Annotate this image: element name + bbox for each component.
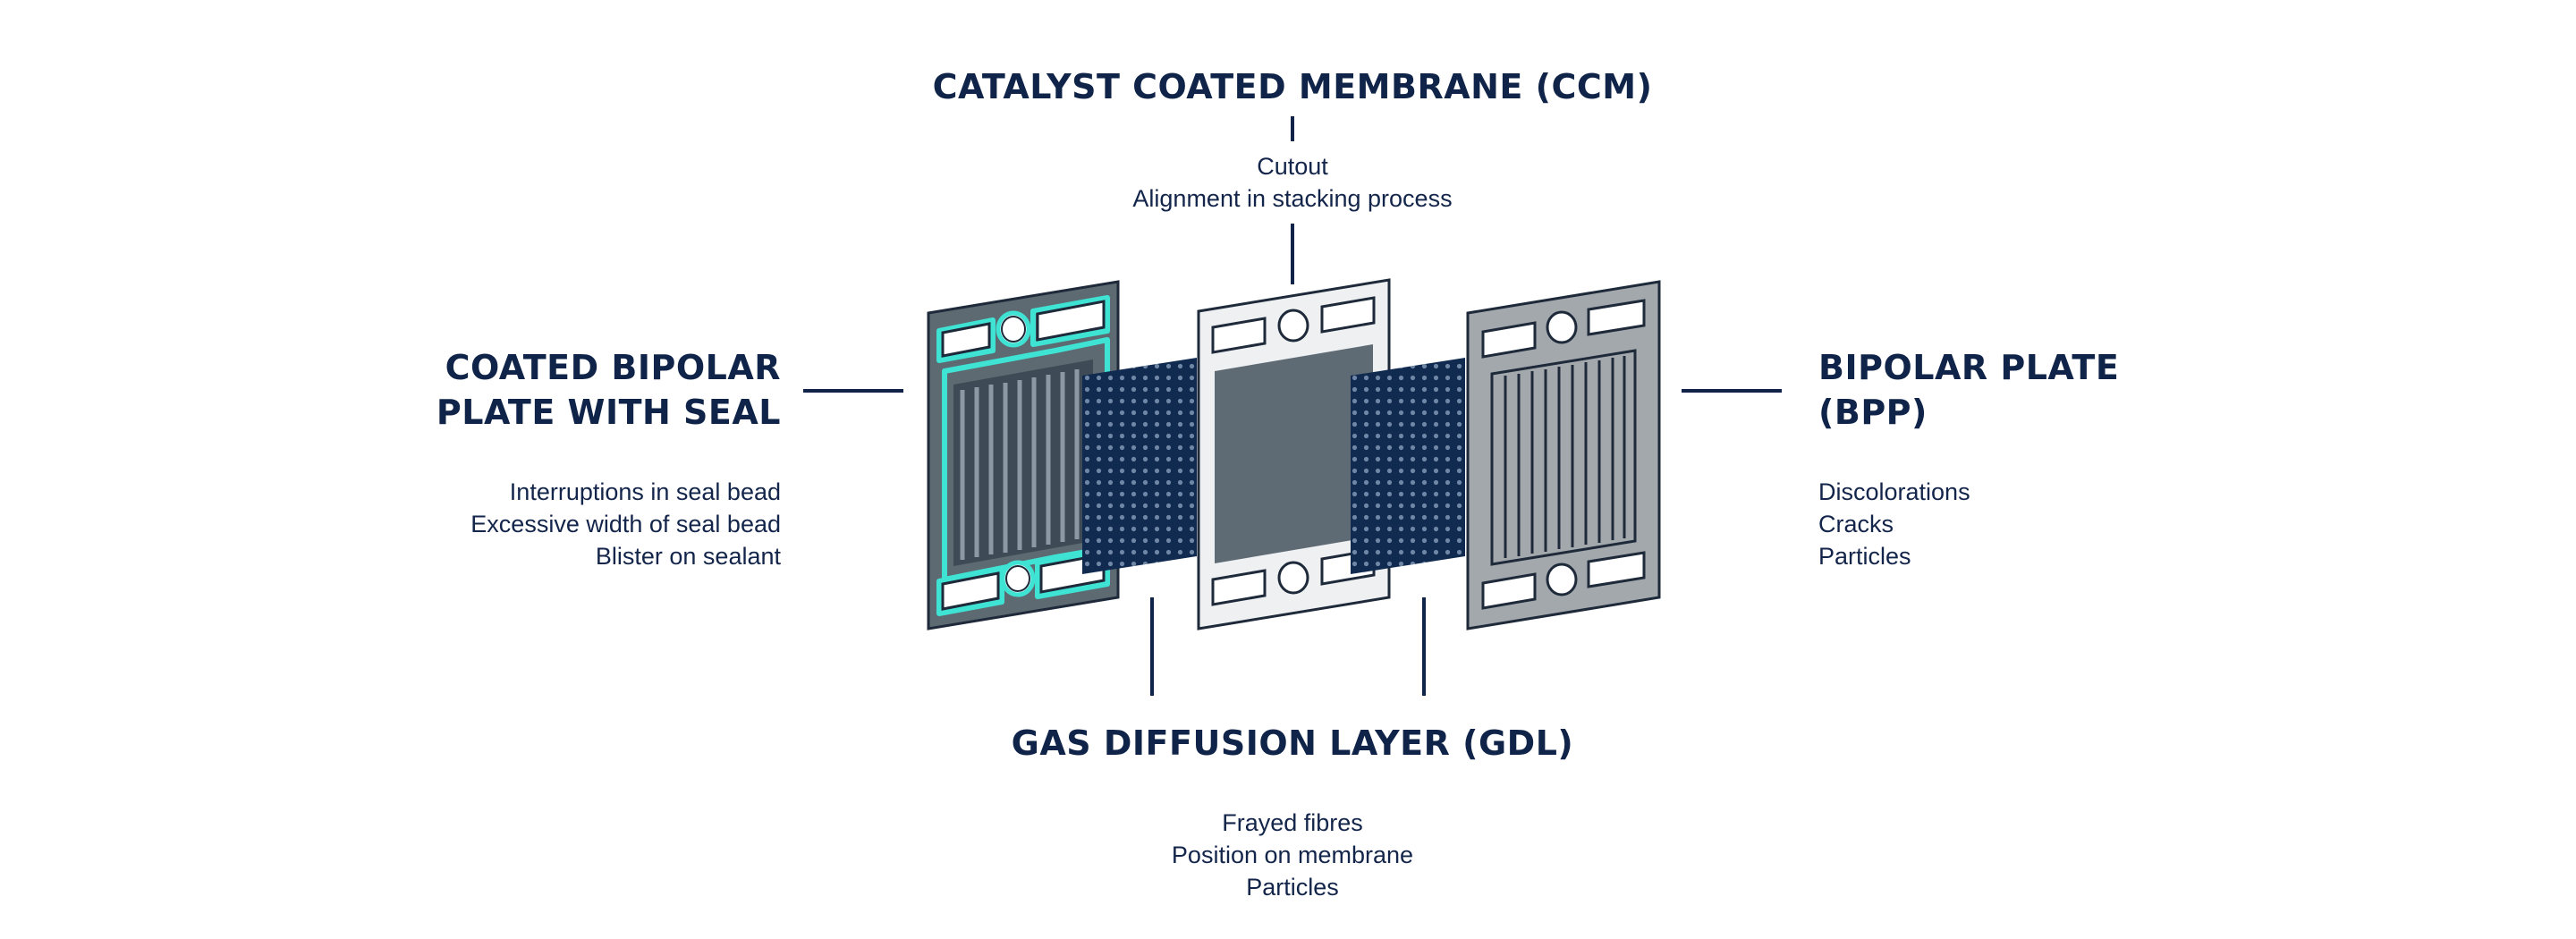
list-item: Particles xyxy=(1246,874,1339,901)
list-item: Position on membrane xyxy=(1171,842,1414,868)
list-item: Cutout xyxy=(1257,153,1328,180)
coated-bpp-heading-line-1: COATED BIPOLAR xyxy=(445,348,781,387)
gdl-defect-list: Frayed fibres Position on membrane Parti… xyxy=(1064,807,1521,903)
bpp-defect-list: Discolorations Cracks Particles xyxy=(1818,476,2194,572)
catalyst-coated-membrane xyxy=(1197,278,1391,630)
list-item: Excessive width of seal bead xyxy=(470,511,781,537)
gdl-heading: GAS DIFFUSION LAYER (GDL) xyxy=(1011,723,1574,763)
list-item: Alignment in stacking process xyxy=(1132,185,1453,212)
gas-diffusion-layer-right xyxy=(1351,358,1465,574)
list-item: Cracks xyxy=(1818,511,1894,537)
list-item: Frayed fibres xyxy=(1222,809,1363,836)
coated-bpp-defect-list: Interruptions in seal bead Excessive wid… xyxy=(394,476,781,572)
list-item: Blister on sealant xyxy=(595,543,781,570)
ccm-heading: CATALYST COATED MEMBRANE (CCM) xyxy=(932,67,1653,106)
bpp-heading-line-2: (BPP) xyxy=(1818,393,1928,432)
coated-bipolar-plate xyxy=(927,280,1120,630)
bpp-heading: BIPOLAR PLATE (BPP) xyxy=(1818,345,2194,435)
bipolar-plate xyxy=(1466,280,1661,630)
connector-lines xyxy=(803,116,1782,696)
gas-diffusion-layer-left xyxy=(1082,358,1197,574)
coated-bpp-heading: COATED BIPOLAR PLATE WITH SEAL xyxy=(394,345,781,435)
ccm-defect-list: Cutout Alignment in stacking process xyxy=(1020,150,1565,215)
bpp-heading-line-1: BIPOLAR PLATE xyxy=(1818,348,2120,387)
list-item: Particles xyxy=(1818,543,1911,570)
list-item: Discolorations xyxy=(1818,478,1970,505)
coated-bpp-heading-line-2: PLATE WITH SEAL xyxy=(436,393,781,432)
list-item: Interruptions in seal bead xyxy=(509,478,781,505)
